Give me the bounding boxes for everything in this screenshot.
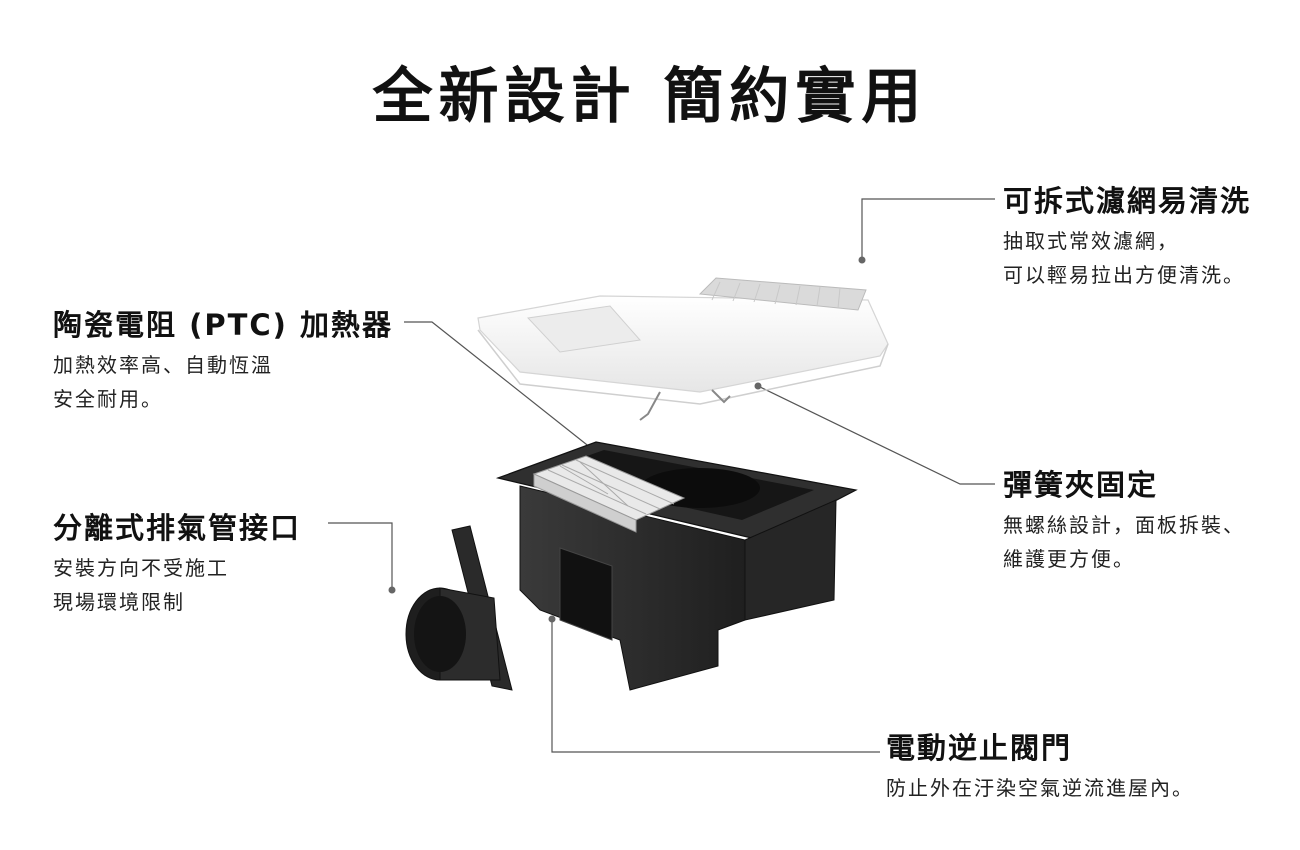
callout-ptc-line-1: 加熱效率高、自動恆溫 (53, 353, 273, 377)
callout-duct-heading: 分離式排氣管接口 (53, 511, 302, 545)
leader-duct (328, 522, 393, 588)
page-title: 全新設計 簡約實用 (372, 62, 928, 132)
callout-spring-clip: 彈簧夾固定 無螺絲設計，面板拆裝、 維護更方便。 (1003, 462, 1245, 576)
callout-check-valve: 電動逆止閥門 防止外在汙染空氣逆流進屋內。 (886, 725, 1194, 805)
leader-lines (328, 198, 995, 753)
callout-duct-connector: 分離式排氣管接口 安裝方向不受施工 現場環境限制 (53, 505, 301, 619)
callout-filter: 可拆式濾網易清洗 抽取式常效濾網， 可以輕易拉出方便清洗。 (1003, 178, 1251, 292)
callout-spring-line-1: 無螺絲設計，面板拆裝、 (1003, 513, 1245, 537)
leader-filter (861, 198, 995, 258)
leader-valve (551, 620, 880, 753)
callout-duct-line-2: 現場環境限制 (53, 590, 185, 614)
callout-filter-line-2: 可以輕易拉出方便清洗。 (1003, 263, 1245, 287)
callout-valve-line-1: 防止外在汙染空氣逆流進屋內。 (886, 776, 1194, 800)
callout-ptc-heading: 陶瓷電阻 (PTC) 加熱器 (53, 308, 394, 342)
callout-ptc-line-2: 安全耐用。 (53, 387, 163, 411)
callout-filter-heading: 可拆式濾網易清洗 (1003, 184, 1252, 218)
leader-dots (388, 256, 866, 623)
callout-spring-heading: 彈簧夾固定 (1003, 468, 1159, 502)
leader-ptc (404, 321, 597, 453)
leader-spring (757, 385, 995, 485)
duct-connector (405, 525, 513, 691)
front-panel (477, 277, 889, 421)
fan-housing (495, 441, 858, 691)
callout-spring-line-2: 維護更方便。 (1003, 547, 1135, 571)
callout-duct-line-1: 安裝方向不受施工 (53, 556, 229, 580)
callout-ptc-heater: 陶瓷電阻 (PTC) 加熱器 加熱效率高、自動恆溫 安全耐用。 (53, 302, 393, 416)
callout-valve-heading: 電動逆止閥門 (886, 731, 1073, 765)
callout-filter-line-1: 抽取式常效濾網， (1003, 229, 1179, 253)
